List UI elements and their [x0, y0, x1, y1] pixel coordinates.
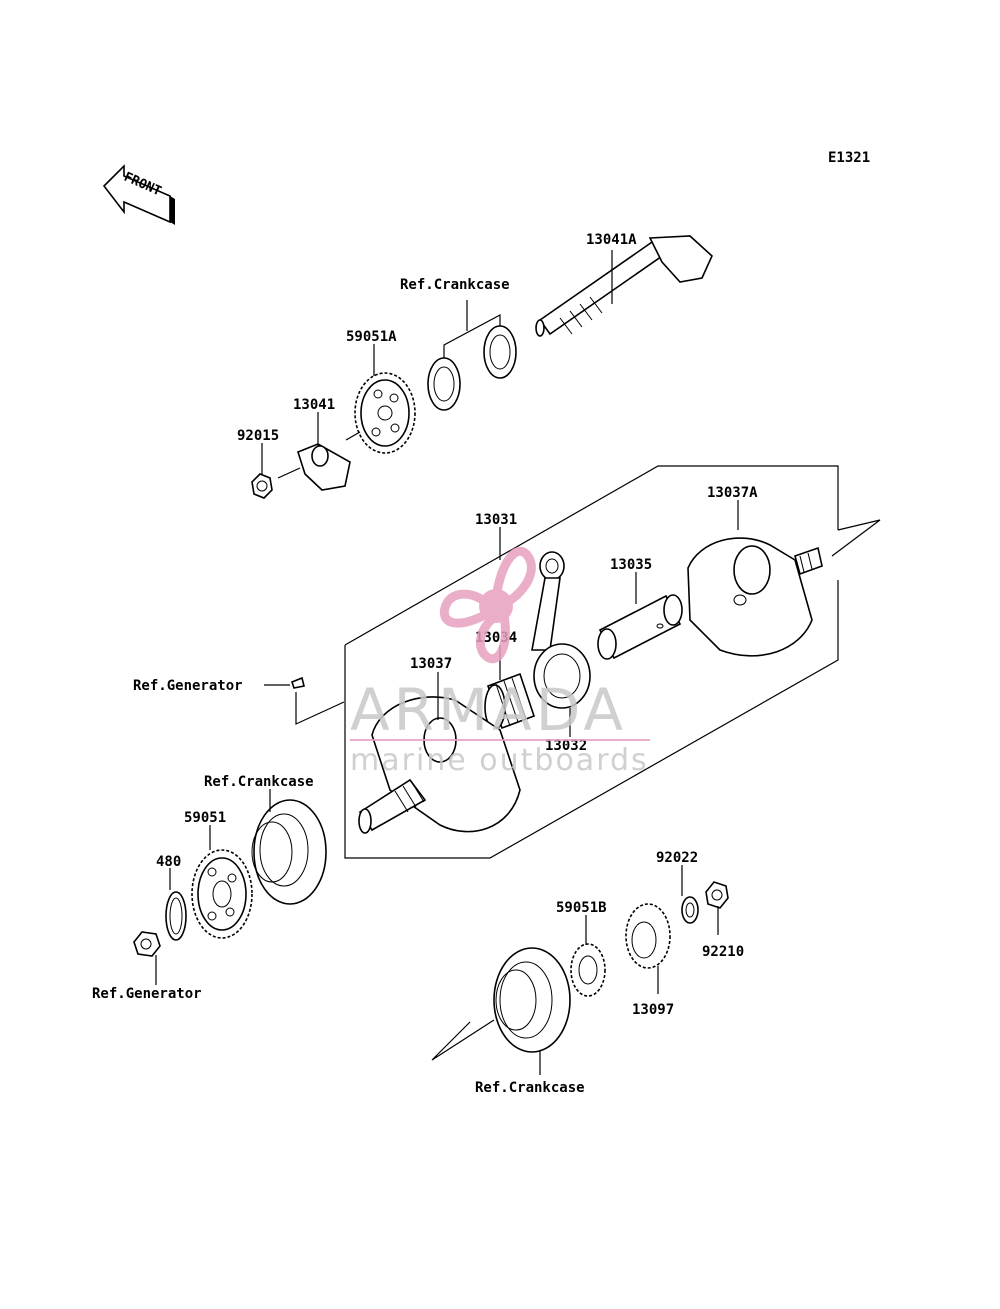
diagram-code: E1321	[828, 150, 870, 166]
nut-92015	[251, 473, 273, 499]
crankshaft-assembly-box	[295, 465, 881, 859]
label-13037A: 13037A	[707, 485, 758, 501]
label-ref-crankcase-mid: Ref.Crankcase	[204, 774, 314, 790]
balancer-weight-13041	[297, 443, 351, 491]
label-13097: 13097	[632, 1002, 674, 1018]
connecting-rod-13031	[531, 551, 591, 709]
label-13031: 13031	[475, 512, 517, 528]
gear-13097	[625, 903, 671, 969]
gear-59051B	[570, 943, 606, 997]
nut-generator	[133, 931, 161, 957]
front-arrow-icon: FRONT	[102, 164, 175, 225]
label-13035: 13035	[610, 557, 652, 573]
label-92022: 92022	[656, 850, 698, 866]
gear-59051A	[354, 372, 416, 454]
bearing-top-left	[427, 357, 461, 411]
label-13041A: 13041A	[586, 232, 637, 248]
nut-92210	[705, 881, 729, 909]
washer-92022	[681, 896, 699, 924]
gear-59051	[191, 849, 253, 939]
watermark: ARMADA marine outboards	[350, 546, 650, 778]
label-13041: 13041	[293, 397, 335, 413]
shaft-13041A	[535, 235, 713, 337]
label-59051: 59051	[184, 810, 226, 826]
label-13037: 13037	[410, 656, 452, 672]
washer-480	[165, 891, 187, 941]
watermark-brand: ARMADA	[350, 676, 627, 744]
label-59051A: 59051A	[346, 329, 397, 345]
label-92210: 92210	[702, 944, 744, 960]
label-ref-generator-bottom: Ref.Generator	[92, 986, 202, 1002]
label-13032: 13032	[545, 738, 587, 754]
label-ref-crankcase-top: Ref.Crankcase	[400, 277, 510, 293]
propeller-logo-icon	[439, 546, 536, 664]
crank-pin-13035	[597, 594, 683, 660]
label-59051B: 59051B	[556, 900, 607, 916]
label-ref-crankcase-bottom: Ref.Crankcase	[475, 1080, 585, 1096]
watermark-tagline: marine outboards	[350, 743, 649, 778]
bearing-mid-left	[251, 799, 327, 905]
label-92015: 92015	[237, 428, 279, 444]
crank-half-13037A	[687, 537, 823, 657]
needle-bearing-13034	[484, 672, 536, 730]
crank-half-13037	[358, 696, 521, 834]
bearing-top-right	[483, 325, 517, 379]
bearing-bottom	[493, 947, 571, 1053]
woodruff-key-icon	[291, 676, 305, 689]
label-480: 480	[156, 854, 181, 870]
label-ref-generator-mid: Ref.Generator	[133, 678, 243, 694]
